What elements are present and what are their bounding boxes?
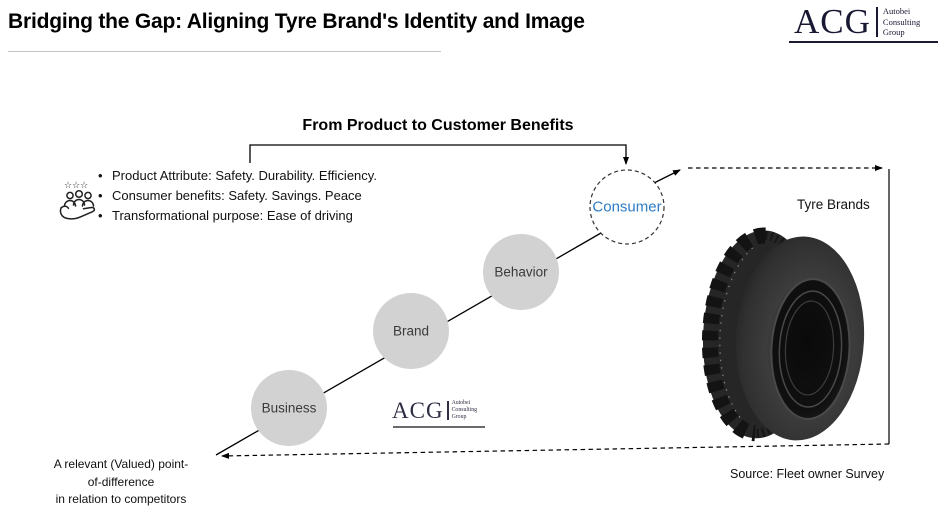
point-of-difference-caption: A relevant (Valued) point- of-difference…: [28, 456, 214, 509]
bullet-item: • Consumer benefits: Safety. Savings. Pe…: [98, 186, 377, 206]
consumer-out-arrow: [653, 169, 681, 184]
bullet-dot: •: [98, 188, 103, 203]
hand-thumb: [60, 205, 70, 210]
acg-watermark-word: Autobei: [451, 400, 471, 406]
acg-logo-word: Autobei: [882, 6, 911, 17]
step-label-business: Business: [261, 400, 317, 416]
benefit-bullets: • Product Attribute: Safety. Durability.…: [98, 166, 377, 226]
truck-tyre-image: [701, 227, 865, 442]
step-label-brand: Brand: [392, 323, 430, 339]
acg-logo-word: Group: [882, 27, 905, 38]
acg-watermark: ACG Autobei Consulting Group: [392, 399, 477, 422]
acg-logo-words: Autobei Consulting Group: [883, 6, 920, 38]
acg-logo: ACG Autobei Consulting Group: [794, 2, 920, 41]
heading-bracket: [249, 144, 629, 165]
acg-logo-divider: [875, 7, 878, 37]
acg-watermark-acronym: ACG: [392, 398, 444, 423]
person-head: [66, 191, 74, 200]
bullet-item: • Product Attribute: Safety. Durability.…: [98, 166, 377, 186]
bullet-text: Transformational purpose: Ease of drivin…: [112, 208, 353, 223]
bullet-dot: •: [98, 168, 103, 183]
person-head: [84, 191, 92, 200]
bullet-item: • Transformational purpose: Ease of driv…: [98, 206, 377, 226]
step-label-consumer: Consumer: [592, 198, 662, 216]
acg-logo-word: Consulting: [882, 16, 921, 27]
tyre-tread-blocks: [701, 227, 766, 442]
step-label-behavior: Behavior: [494, 264, 548, 280]
bullet-dot: •: [98, 208, 103, 223]
step-circle-brand: [373, 293, 449, 369]
caption-line: of-difference: [87, 474, 155, 489]
caption-line: in relation to competitors: [55, 492, 187, 506]
title-underline: [8, 51, 441, 52]
acg-watermark-word: Group: [451, 414, 467, 420]
person-body: [63, 199, 77, 207]
funnel-heading: From Product to Customer Benefits: [302, 117, 574, 134]
acg-watermark-word: Consulting: [451, 407, 478, 413]
acg-watermark-underline: [393, 426, 485, 428]
stars-glyphs: ☆☆☆: [64, 181, 88, 191]
hand-palm: [59, 206, 96, 220]
acg-logo-underline: [789, 41, 938, 43]
caption-line: A relevant (Valued) point-: [53, 457, 189, 471]
step-circle-behavior: [483, 234, 559, 310]
bullet-text: Product Attribute: Safety. Durability. E…: [112, 168, 377, 183]
acg-logo-acronym: ACG: [794, 2, 871, 41]
tyre-rim-ring: [784, 300, 835, 396]
person-body: [72, 198, 86, 206]
tyre-hole: [770, 278, 851, 420]
person-body: [81, 199, 95, 207]
page-title: Bridging the Gap: Aligning Tyre Brand's …: [8, 10, 585, 33]
people-in-hand-icon: ☆☆☆: [59, 181, 96, 220]
bottom-dashed-line: [221, 443, 890, 459]
step-circle-business: [251, 370, 327, 446]
tyre-brands-label: Tyre Brands: [797, 197, 870, 212]
acg-watermark-divider: [446, 401, 449, 420]
person-head: [74, 189, 84, 199]
step-circle-consumer: [589, 169, 665, 245]
source-note: Source: Fleet owner Survey: [730, 467, 885, 481]
tyre-rim-ring: [778, 290, 843, 408]
bullet-text: Consumer benefits: Safety. Savings. Peac…: [112, 188, 362, 203]
acg-watermark-words: Autobei Consulting Group: [452, 400, 477, 421]
